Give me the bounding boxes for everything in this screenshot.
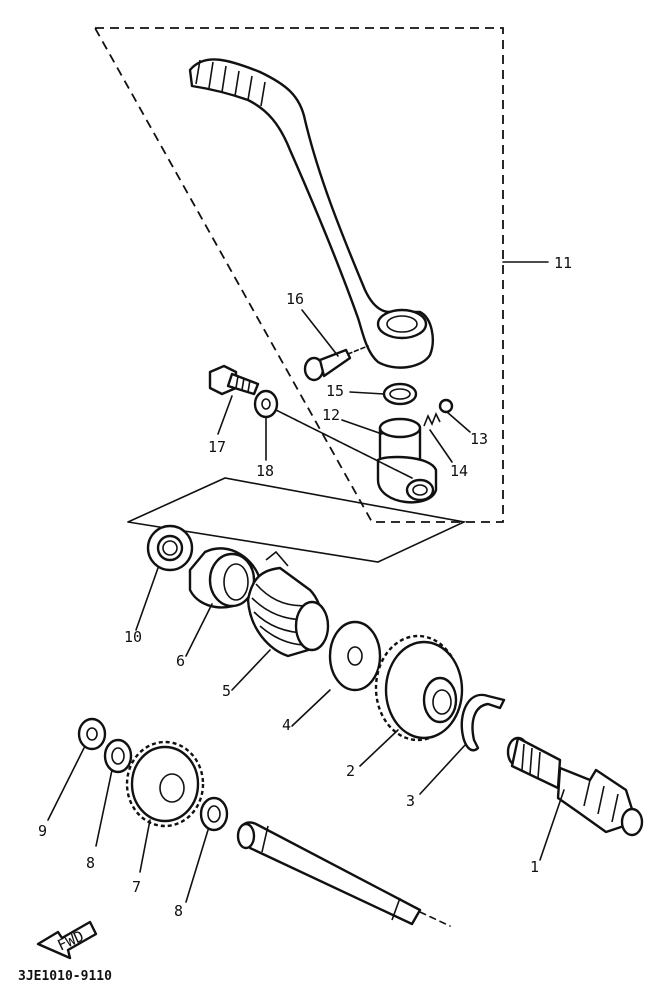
part-5-torsion-spring [246,550,330,658]
kick-crank-assembly-outline [94,27,504,523]
callout-14: 14 [450,462,468,480]
part-14-spring [423,412,441,427]
callout-5: 5 [222,682,231,700]
figure-code: 3JE1010-9110 [18,969,112,984]
part-3-circlip [460,693,506,752]
callout-17: 17 [208,438,226,456]
part-8-washer-upper [103,738,133,774]
kick-crank-lever [188,58,434,369]
callout-2: 2 [346,762,355,780]
callout-8-lower: 8 [174,902,183,920]
callout-16: 16 [286,290,304,308]
callout-9: 9 [38,822,47,840]
callout-8-upper: 8 [86,854,95,872]
part-13-ball [438,398,454,414]
callout-18: 18 [256,462,274,480]
part-18-washer [253,389,413,479]
part-12-kick-boss [376,417,438,504]
callout-13: 13 [470,430,488,448]
forward-arrow-icon: FWD [36,920,98,960]
part-2-kick-gear [374,634,464,742]
callout-labels: 11 16 15 12 13 14 17 18 10 6 5 4 2 3 1 9… [38,254,572,920]
callout-11: 11 [554,254,572,272]
callout-7: 7 [132,878,141,896]
part-7-idler-gear [125,740,205,828]
part-9-washer [77,717,107,751]
callout-15: 15 [326,382,344,400]
callout-3: 3 [406,792,415,810]
callout-1: 1 [530,858,539,876]
callout-10: 10 [124,628,142,646]
callout-6: 6 [176,652,185,670]
part-4-washer [328,620,382,692]
spring-seat-outline [127,477,467,563]
part-17-bolt [208,364,260,396]
idler-shaft [236,821,451,927]
callout-12: 12 [322,406,340,424]
part-15-o-ring [382,382,418,406]
leader-lines [47,261,565,903]
callout-4: 4 [282,716,291,734]
part-8-washer-lower [199,796,229,832]
part-6-spring-guide [188,547,262,609]
part-1-kick-axle [506,736,644,837]
part-10-oil-seal [146,524,194,572]
part-16-bolt [303,345,369,382]
